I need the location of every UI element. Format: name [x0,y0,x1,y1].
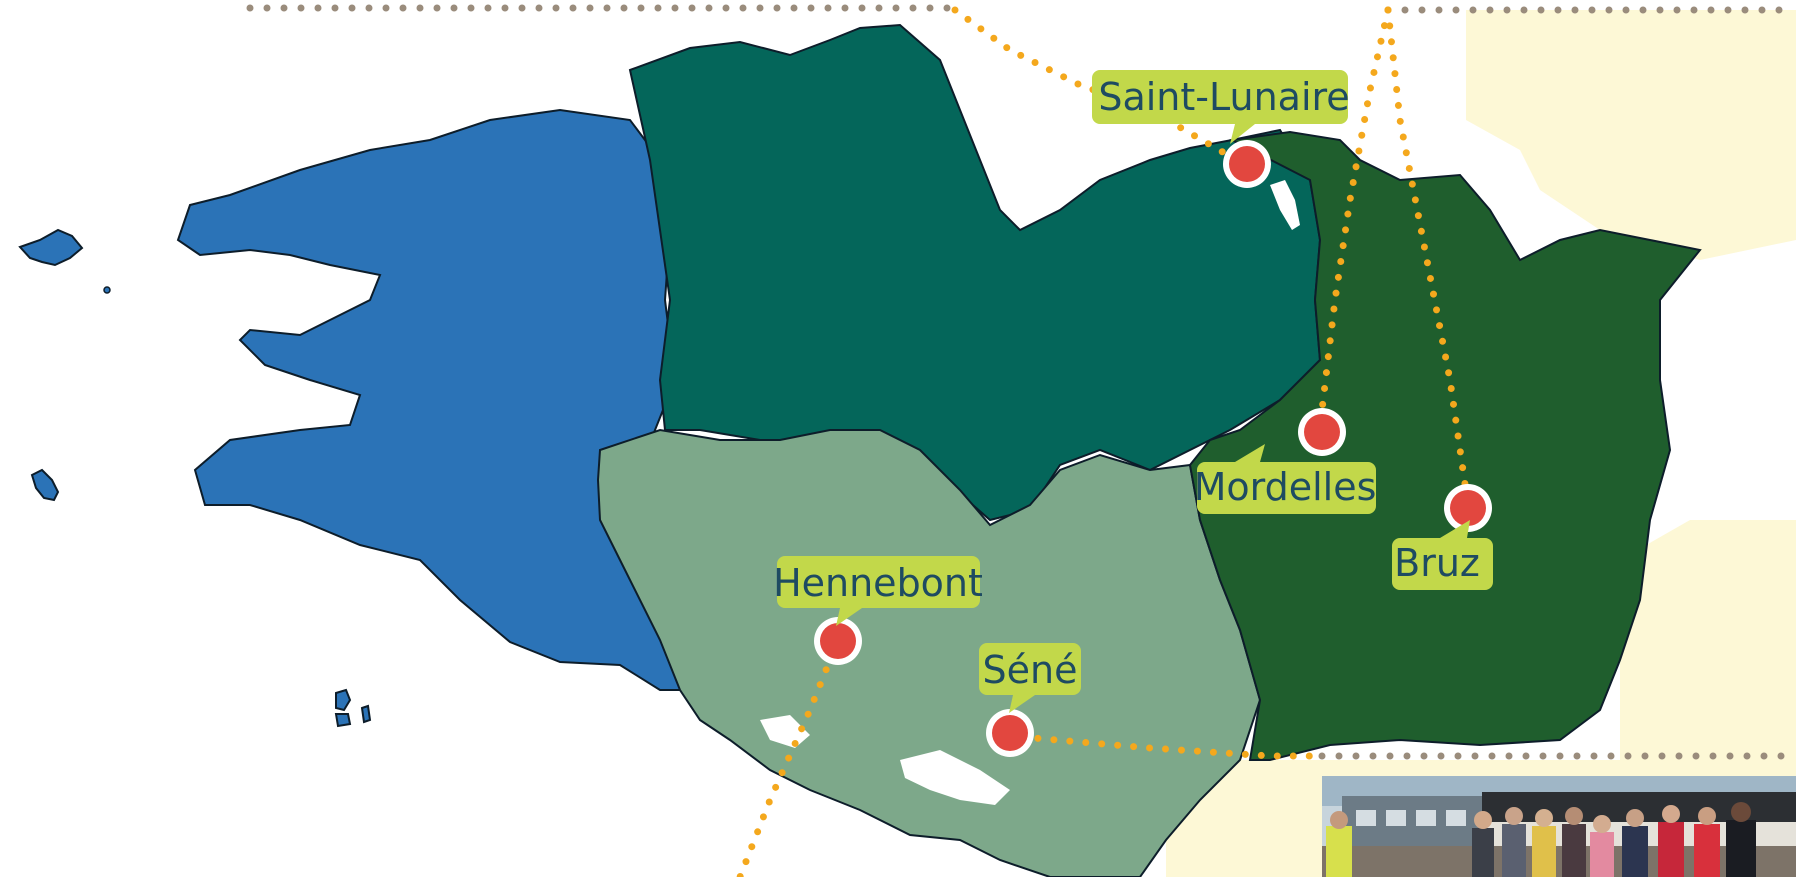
connector-lines [736,6,1472,877]
label-text-sene: Séné [983,648,1078,692]
rance-estuary [1270,180,1300,230]
gulf-water [760,715,1010,805]
label-saint-lunaire: Saint-Lunaire [1092,70,1350,144]
label-bruz: Bruz [1392,520,1493,590]
marker-bruz [1444,484,1492,532]
region-finistere [176,108,702,691]
photo-illustration [1322,776,1796,877]
marker-mordelles [1298,408,1346,456]
region-morbihan [596,428,1262,877]
island-sein [30,468,60,502]
marker-sene [986,709,1034,757]
island-glenan [334,688,372,728]
connector-bruz [1384,6,1472,509]
island-ouessant [18,228,84,267]
label-mordelles: Mordelles [1194,444,1377,514]
markers [814,140,1492,757]
connector-sene [1018,733,1326,760]
group-photo [1322,776,1796,877]
marker-hennebont [814,617,862,665]
neighbour-region [1166,10,1796,877]
label-text-mordelles: Mordelles [1194,465,1377,509]
connector-hennebont [736,636,842,877]
marker-saint-lunaire [1223,140,1271,188]
connector-saint-lunaire [951,6,1244,166]
label-text-saint-lunaire: Saint-Lunaire [1098,75,1349,119]
label-hennebont: Hennebont [773,556,983,626]
island-molene [103,286,111,294]
place-labels: Saint-Lunaire Mordelles Bruz Hennebont S… [773,70,1493,713]
label-sene: Séné [979,643,1081,713]
label-text-bruz: Bruz [1394,541,1480,585]
connector-mordelles [1318,6,1392,414]
label-text-hennebont: Hennebont [773,561,983,605]
region-ille-et-vilaine [1188,130,1702,761]
